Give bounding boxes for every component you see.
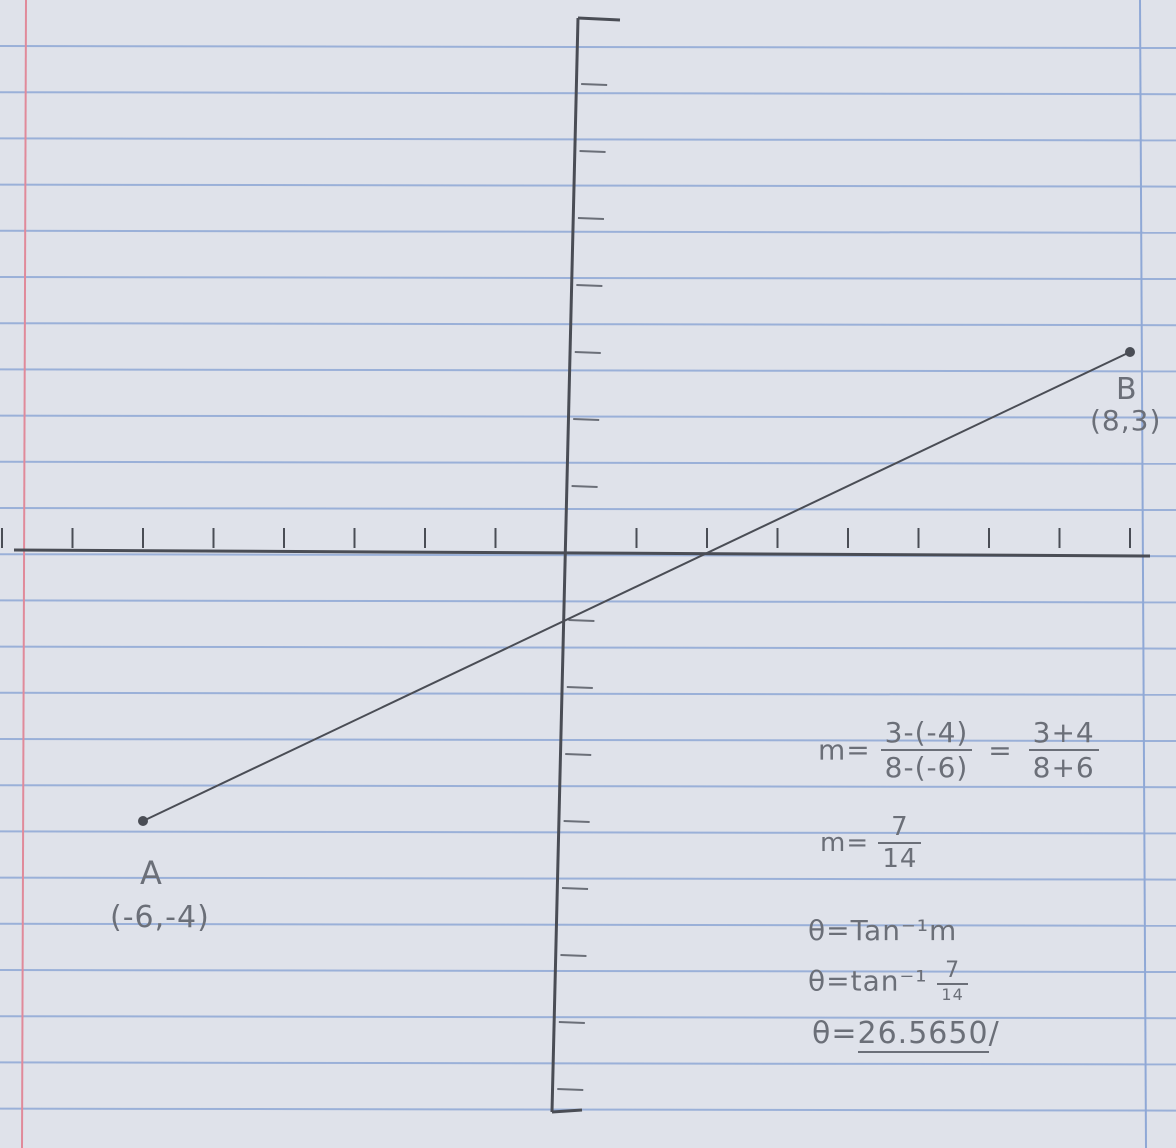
margin-line-left xyxy=(21,0,27,1148)
slope-simplified-denominator: 8+6 xyxy=(1032,751,1095,784)
slope-prefix: m= xyxy=(818,733,871,767)
y-axis-tick xyxy=(573,418,600,421)
theta-result-prefix: θ= xyxy=(812,1016,858,1051)
point-b-name: B xyxy=(1116,372,1138,407)
rule-line xyxy=(0,183,1176,188)
y-axis-tick xyxy=(576,284,603,287)
rule-line xyxy=(0,414,1176,419)
y-axis xyxy=(550,17,580,1113)
rule-line xyxy=(0,784,1176,789)
y-axis-tick xyxy=(579,150,606,153)
theta-formula: θ=Tan⁻¹m xyxy=(808,914,958,947)
y-axis-tick xyxy=(557,1088,584,1091)
slope-denominator: 8-(-6) xyxy=(884,751,969,784)
slope-simplified-fraction: 3+4 8+6 xyxy=(1028,716,1099,784)
y-axis-tick xyxy=(558,1021,585,1024)
theta-sub-prefix: θ=tan⁻¹ xyxy=(808,964,928,998)
theta-sub-fraction: 7 14 xyxy=(937,958,968,1004)
theta-substitution: θ=tan⁻¹ 7 14 xyxy=(808,958,968,1004)
y-axis-tick xyxy=(581,83,608,86)
y-axis-tick xyxy=(560,954,587,957)
y-axis-foot xyxy=(551,1108,583,1114)
y-axis-top-tick xyxy=(577,16,621,22)
rule-line xyxy=(0,322,1176,327)
rule-line xyxy=(0,91,1176,96)
y-axis-tick xyxy=(568,619,595,622)
line-segment-ab xyxy=(142,351,1131,822)
m-prefix: m= xyxy=(820,828,870,858)
y-axis-tick xyxy=(565,753,592,756)
point-b-coordinates: (8,3) xyxy=(1090,404,1162,437)
rule-line xyxy=(0,1061,1176,1066)
y-axis-tick xyxy=(563,820,590,823)
slope-fraction: 3-(-4) 8-(-6) xyxy=(880,716,973,784)
theta-result-value: 26.5650 xyxy=(857,1016,989,1053)
slope-formula: m= 3-(-4) 8-(-6) = 3+4 8+6 xyxy=(818,716,1099,784)
rule-line xyxy=(0,368,1176,373)
rule-line xyxy=(0,876,1176,881)
rule-line xyxy=(0,830,1176,835)
slope-numerator: 3-(-4) xyxy=(880,716,973,751)
m-denominator: 14 xyxy=(882,844,918,874)
y-axis-tick xyxy=(571,485,598,488)
theta-result-mark: / xyxy=(988,1016,1000,1051)
x-axis xyxy=(13,548,1151,558)
point-a-name: A xyxy=(140,854,163,892)
rule-line xyxy=(0,691,1176,696)
rule-line xyxy=(0,1107,1176,1112)
rule-line xyxy=(0,645,1176,650)
rule-line xyxy=(0,460,1176,465)
y-axis-tick xyxy=(566,686,593,689)
y-axis-tick xyxy=(561,887,589,890)
rule-line xyxy=(0,738,1176,742)
slope-simplified-numerator: 3+4 xyxy=(1028,716,1099,751)
m-value: m= 7 14 xyxy=(820,812,922,874)
rule-line xyxy=(0,1015,1176,1020)
m-fraction: 7 14 xyxy=(878,812,922,874)
rule-line xyxy=(0,922,1176,927)
m-numerator: 7 xyxy=(878,812,922,844)
theta-sub-numerator: 7 xyxy=(937,958,968,985)
theta-result: θ=26.5650/ xyxy=(812,1016,1000,1053)
rule-line xyxy=(0,507,1176,511)
rule-line xyxy=(0,45,1176,49)
y-axis-tick xyxy=(574,351,601,354)
point-b-dot xyxy=(1125,347,1135,357)
slope-equals: = xyxy=(988,733,1013,767)
rule-line xyxy=(0,276,1176,280)
point-a-dot xyxy=(138,816,148,826)
rule-line xyxy=(0,137,1176,142)
rule-line xyxy=(0,969,1176,973)
margin-line-right xyxy=(1139,0,1147,1148)
y-axis-tick xyxy=(577,217,605,220)
theta-sub-denominator: 14 xyxy=(941,985,964,1004)
point-a-coordinates: (-6,-4) xyxy=(110,900,210,935)
rule-line xyxy=(0,599,1176,604)
rule-line xyxy=(0,229,1176,234)
